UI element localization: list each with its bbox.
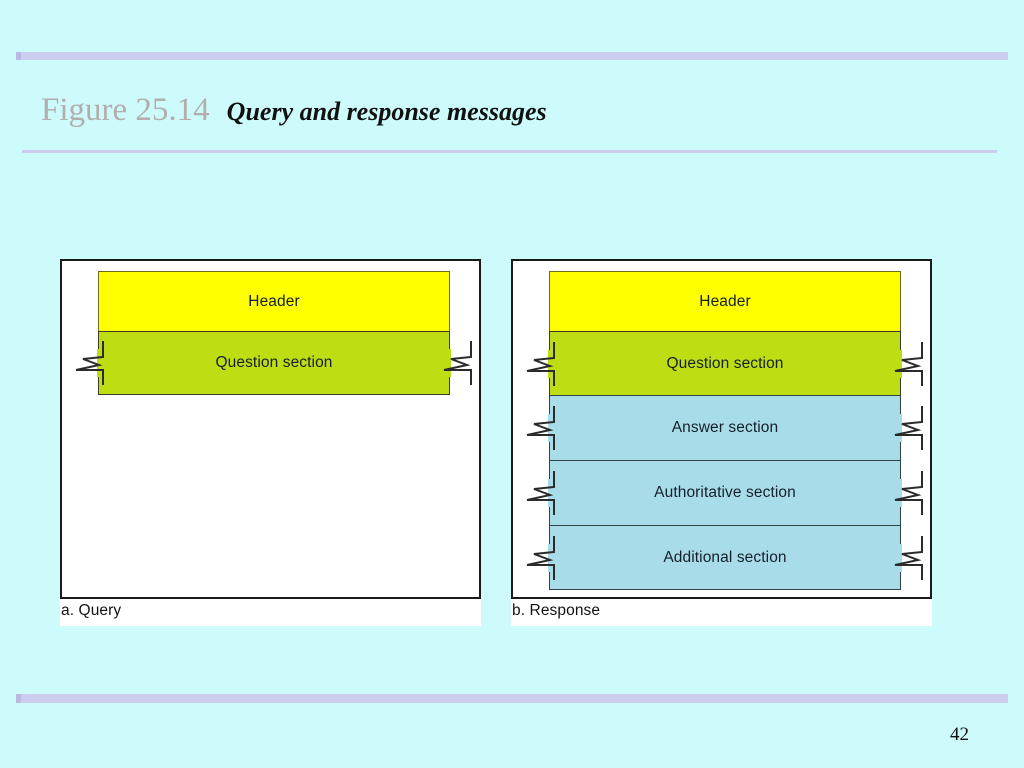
bottom-rule-cap (16, 694, 21, 703)
zigzag-edge-mask (894, 543, 902, 572)
zigzag-edge-mask (894, 414, 902, 442)
figure-number-label: Figure 25.14 (41, 92, 210, 128)
section-label: Question section (666, 354, 784, 372)
top-rule-decoration (16, 52, 1008, 60)
section-label: Additional section (663, 548, 787, 566)
slide-title: Figure 25.14 Query and response messages (41, 92, 547, 129)
page-number: 42 (950, 724, 969, 745)
section-additional-response: Additional section (526, 525, 923, 590)
section-label: Authoritative section (654, 484, 796, 501)
panel-caption-query: a. Query (61, 602, 122, 619)
section-question-query: Question section (75, 331, 472, 395)
bottom-rule-decoration (16, 694, 1008, 703)
section-answer-response: Answer section (526, 395, 923, 460)
zigzag-edge-mask (548, 479, 556, 507)
panel-caption-response: b. Response (512, 602, 601, 619)
section-label: Answer section (671, 419, 779, 436)
section-header-response: Header (549, 271, 901, 331)
zigzag-edge-mask (548, 349, 556, 378)
section-question-response: Question section (526, 331, 923, 395)
section-authoritative-response: Authoritative section (526, 460, 923, 525)
section-label: Header (248, 292, 300, 310)
zigzag-edge-mask (894, 479, 902, 507)
figure-title-text: Query and response messages (226, 97, 547, 126)
section-label: Question section (215, 354, 333, 371)
zigzag-edge-mask (443, 349, 451, 377)
zigzag-edge-mask (548, 543, 556, 572)
section-label: Header (699, 292, 751, 310)
top-rule-cap (16, 52, 21, 60)
zigzag-edge-mask (894, 349, 902, 378)
zigzag-edge-mask (97, 349, 105, 377)
section-header-query: Header (98, 271, 450, 331)
title-underline-rule (22, 150, 997, 153)
zigzag-edge-mask (548, 414, 556, 442)
